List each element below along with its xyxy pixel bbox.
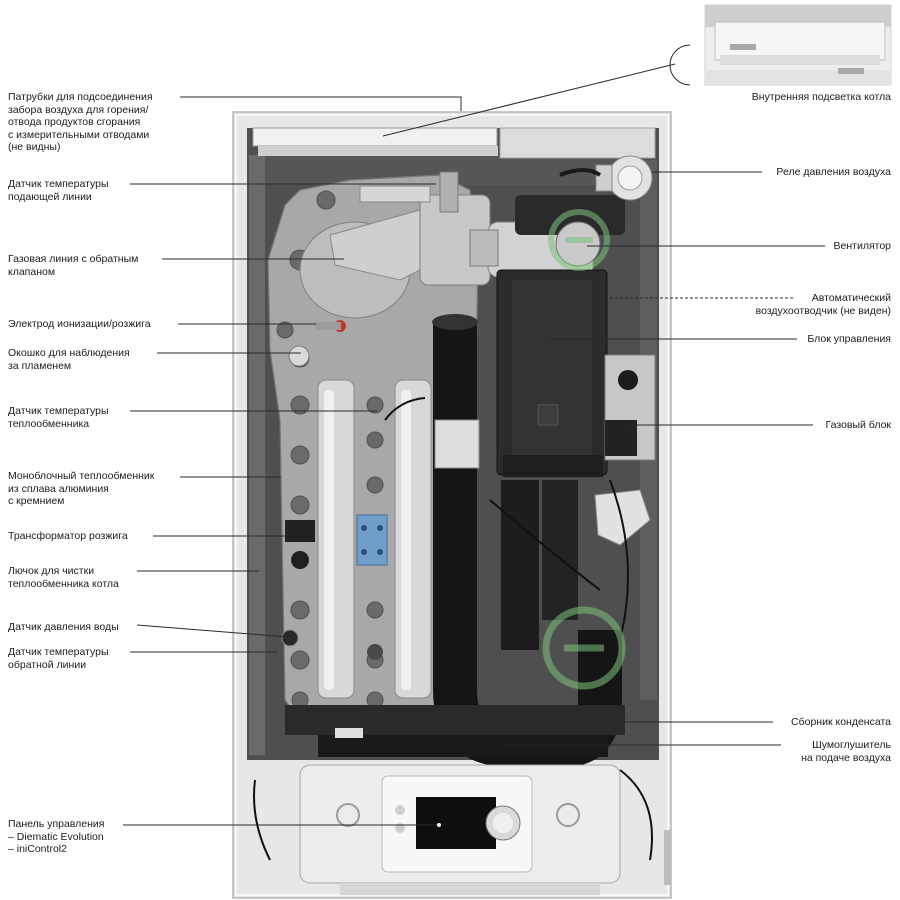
label-condensate-collector: Сборник конденсата: [791, 716, 891, 728]
burner-head: [288, 171, 491, 367]
label-flame-window: Окошко для наблюдения за пламенем: [8, 347, 130, 372]
label-cleaning-hatch: Лючок для чистки теплообменника котла: [8, 565, 119, 590]
sensor-parts: [281, 520, 383, 660]
fan-housing: [469, 195, 625, 278]
label-gas-block: Газовый блок: [825, 419, 891, 431]
label-air-vent: Автоматический воздухоотводчик (не виден…: [755, 292, 891, 317]
air-pressure-relay-part: [559, 155, 653, 201]
heat-exchanger-block: [267, 174, 479, 723]
label-air-supply-pipes: Патрубки для подсоединения забора воздух…: [8, 91, 153, 153]
label-fan: Вентилятор: [833, 240, 892, 252]
control-panel-unit: [299, 764, 671, 895]
internal-light-bar: [252, 127, 656, 159]
gas-valve-block: [594, 354, 656, 546]
condensate-collector-part: [285, 705, 625, 757]
label-control-unit: Блок управления: [807, 333, 891, 345]
label-return-temp-sensor: Датчик температуры обратной линии: [8, 646, 109, 671]
label-control-panel: Панель управления – Diematic Evolution –…: [8, 818, 105, 855]
label-water-pressure-sensor: Датчик давления воды: [8, 621, 119, 633]
label-ignition-transformer: Трансформатор розжига: [8, 530, 128, 542]
wiring: [253, 397, 653, 861]
label-ignition-electrode: Электрод ионизации/розжига: [8, 318, 151, 330]
label-air-pressure-relay: Реле давления воздуха: [776, 166, 891, 178]
label-gas-line: Газовая линия с обратным клапаном: [8, 253, 139, 278]
control-panel-marker: [437, 823, 441, 827]
label-hx-temp-sensor: Датчик температуры теплообменника: [8, 405, 109, 430]
label-air-silencer: Шумоглушитель на подаче воздуха: [801, 739, 891, 764]
label-flow-temp-sensor: Датчик температуры подающей линии: [8, 178, 109, 203]
label-internal-light: Внутренняя подсветка котла: [751, 91, 891, 103]
inset-light-photo: [704, 4, 892, 86]
watermark-logo: [542, 209, 626, 690]
label-heat-exchanger: Моноблочный теплообменник из сплава алюм…: [8, 470, 155, 507]
callout-lines: [123, 44, 825, 826]
control-unit-box: [496, 269, 608, 477]
